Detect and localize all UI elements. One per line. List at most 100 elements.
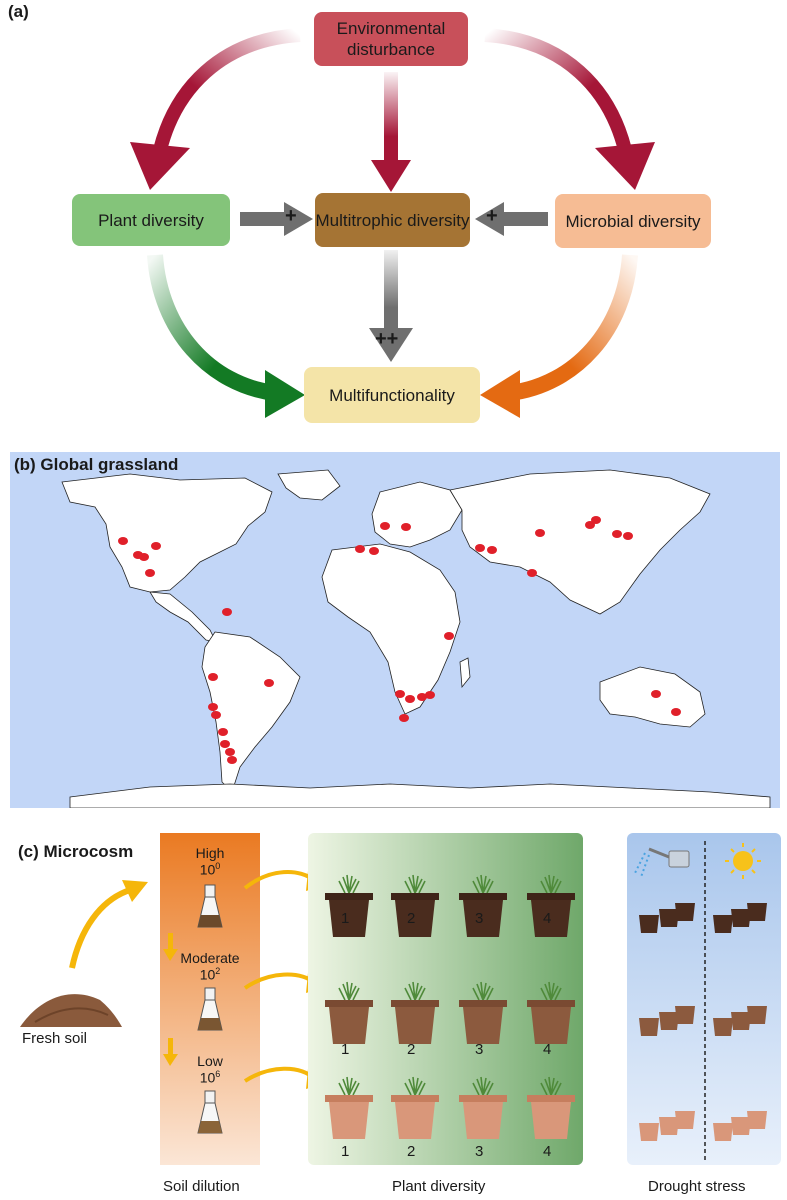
- world-map: [61, 469, 771, 808]
- arrow-multitrophic-to-function: [384, 250, 398, 332]
- panel-a-label: (a): [8, 2, 29, 21]
- site-point: [405, 695, 415, 703]
- caption-drought-stress: Drought stress: [648, 1178, 746, 1195]
- pot-icon: [325, 1076, 373, 1139]
- pot-icon: [325, 981, 373, 1044]
- node-plant: Plant diversity: [72, 194, 230, 246]
- pot-number: 3: [475, 1041, 484, 1058]
- fresh-soil-group: [20, 880, 148, 1027]
- site-point: [417, 693, 427, 701]
- dilution-to-pots-arrow: [243, 870, 317, 1083]
- arrowhead-plant: [130, 142, 190, 190]
- dilution-moderate-value: 102: [199, 966, 221, 983]
- arrow-disturbance-to-plant: [153, 28, 301, 152]
- sign-microbial-multi: +: [486, 205, 498, 227]
- panel-b-label: (b) Global grassland: [14, 455, 179, 474]
- pot-number: 4: [543, 1041, 552, 1058]
- watering-can-icon: [634, 847, 690, 878]
- flask-icon: [197, 884, 223, 928]
- site-point: [145, 569, 155, 577]
- arrow-microbial-to-function: [508, 254, 638, 401]
- land-north-america: [61, 473, 273, 593]
- pot-number: 1: [341, 1041, 350, 1058]
- arrowhead-microbial: [595, 142, 655, 190]
- site-point: [218, 728, 228, 736]
- pot-icon: [459, 981, 507, 1044]
- dilution-high-value: 100: [199, 861, 221, 878]
- pot-icon: [527, 874, 575, 937]
- site-point: [612, 530, 622, 538]
- site-point: [151, 542, 161, 550]
- pot-number: 3: [475, 1143, 484, 1160]
- site-point: [444, 632, 454, 640]
- pot-triplet-drought-high: [713, 903, 767, 933]
- flask-icon: [197, 987, 223, 1031]
- pot-icon: [325, 874, 373, 937]
- site-point: [585, 521, 595, 529]
- pot-triplet-watered-moderate: [639, 1006, 695, 1036]
- dilution-down-arrow: [163, 933, 178, 1066]
- pot-triplet-drought-low: [713, 1111, 767, 1141]
- arrowhead-microbial-multi: [475, 202, 504, 236]
- panel-a-arrows: [130, 28, 655, 418]
- pot-row-moderate: [325, 981, 575, 1044]
- sign-multi-function: ++: [375, 328, 399, 350]
- pot-icon: [391, 1076, 439, 1139]
- node-disturbance: Environmental disturbance: [314, 12, 468, 66]
- land-africa: [321, 543, 461, 715]
- drought-panel: [627, 833, 781, 1165]
- pot-row-high: [325, 874, 575, 937]
- dilution-low-value: 106: [199, 1069, 221, 1086]
- site-point: [623, 532, 633, 540]
- site-point: [527, 569, 537, 577]
- site-point: [369, 547, 379, 555]
- site-point: [264, 679, 274, 687]
- pot-number: 1: [341, 1143, 350, 1160]
- site-point: [208, 673, 218, 681]
- sign-plant-multi: +: [285, 205, 297, 227]
- site-point: [425, 691, 435, 699]
- site-point: [222, 608, 232, 616]
- dilution-level-moderate: Moderate 102: [160, 950, 260, 983]
- arrow-plant-to-function: [147, 254, 277, 401]
- site-point: [355, 545, 365, 553]
- land-asia: [449, 469, 711, 615]
- node-microbial: Microbial diversity: [555, 194, 711, 248]
- caption-soil-dilution: Soil dilution: [163, 1178, 240, 1195]
- site-point: [475, 544, 485, 552]
- site-point: [211, 711, 221, 719]
- sun-icon: [725, 843, 761, 879]
- land-europe: [371, 481, 463, 548]
- pot-icon: [527, 981, 575, 1044]
- arrow-disturbance-to-multitrophic: [384, 72, 398, 164]
- land-madagascar: [459, 657, 471, 689]
- site-point: [380, 522, 390, 530]
- node-multitrophic: Multitrophic diversity: [315, 193, 470, 247]
- pot-number: 2: [407, 1041, 416, 1058]
- pot-icon: [391, 874, 439, 937]
- arrowhead-plant-multi: [284, 202, 313, 236]
- drought-graphics: [634, 841, 767, 1161]
- land-greenland: [277, 469, 341, 501]
- site-point: [399, 714, 409, 722]
- dilution-moderate-label: Moderate: [180, 950, 240, 966]
- arrowhead-green: [265, 370, 305, 418]
- pot-icon: [459, 1076, 507, 1139]
- site-point: [225, 748, 235, 756]
- pot-number: 2: [407, 910, 416, 927]
- pot-icon: [459, 874, 507, 937]
- arrowhead-orange: [480, 370, 520, 418]
- pot-number: 3: [475, 910, 484, 927]
- pot-number: 4: [543, 910, 552, 927]
- flask-icon: [197, 1090, 223, 1134]
- panel-c-label: (c) Microcosm: [18, 842, 134, 861]
- dilution-high-label: High: [195, 845, 225, 861]
- site-point: [671, 708, 681, 716]
- site-point: [208, 703, 218, 711]
- node-multifunctionality: Multifunctionality: [304, 367, 480, 423]
- pot-grid: [325, 874, 575, 1139]
- site-point: [401, 523, 411, 531]
- soil-pile-icon: [20, 994, 122, 1027]
- dilution-low-label: Low: [197, 1053, 223, 1069]
- arrowhead-function: [369, 328, 413, 362]
